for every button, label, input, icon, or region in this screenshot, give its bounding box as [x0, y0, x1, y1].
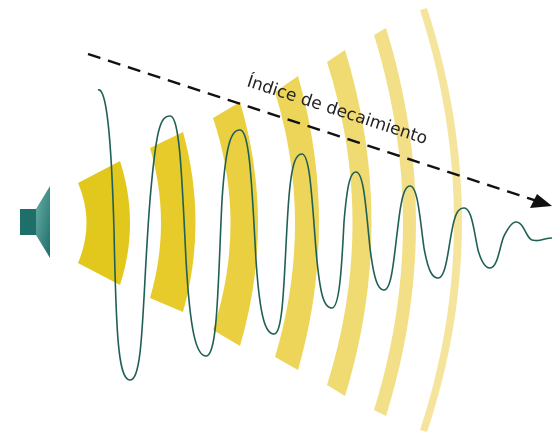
sound-band-4 [275, 76, 319, 370]
decaying-wave-line [97, 89, 552, 381]
sound-bands [78, 8, 462, 432]
sound-band-1 [78, 161, 130, 285]
decay-arrow-line [87, 52, 541, 204]
sound-band-2 [150, 132, 196, 312]
speaker-cone [36, 186, 50, 258]
sound-band-6 [374, 28, 416, 416]
arrow-head-icon [530, 194, 552, 208]
decay-arrow [87, 52, 552, 208]
sound-band-5 [327, 50, 372, 396]
speaker-icon [20, 186, 50, 258]
sound-band-3 [213, 102, 258, 346]
sound-band-7 [420, 8, 462, 432]
speaker-body [20, 209, 36, 235]
